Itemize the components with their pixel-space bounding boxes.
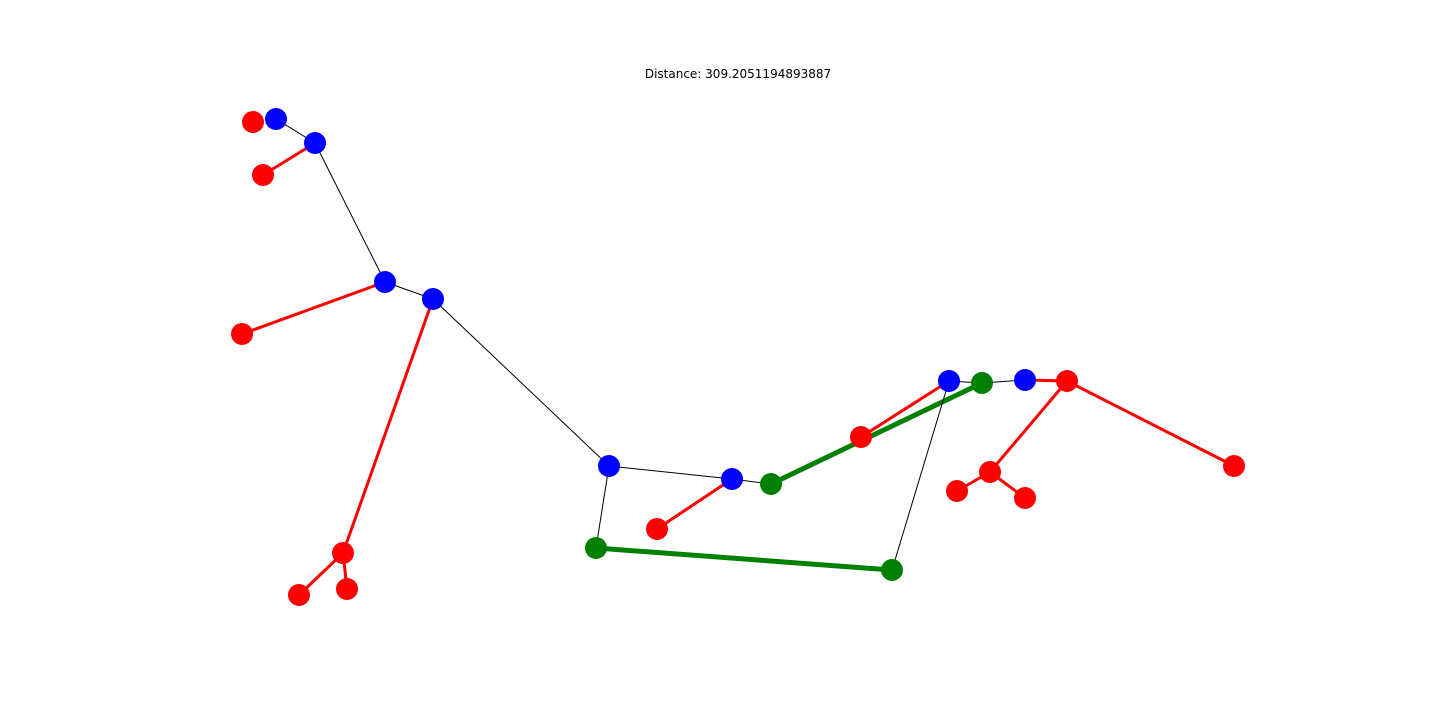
node-red-x: [946, 480, 968, 502]
node-red-j: [336, 578, 358, 600]
edge-green-n-s: [769, 380, 984, 487]
edge-red-q-r: [860, 379, 950, 439]
edge-black-b-e: [314, 142, 386, 283]
node-green-s: [971, 372, 993, 394]
node-red-u: [1056, 370, 1078, 392]
node-blue-e: [374, 271, 396, 293]
node-blue-t: [1014, 369, 1036, 391]
node-red-w: [979, 461, 1001, 483]
edge-red-l-m: [656, 477, 733, 531]
node-blue-b: [304, 132, 326, 154]
node-red-g: [231, 323, 253, 345]
node-blue-f: [422, 288, 444, 310]
node-red-m: [646, 518, 668, 540]
node-red-v: [1223, 455, 1245, 477]
node-green-o: [585, 537, 607, 559]
edge-black-k-l: [608, 465, 733, 480]
node-blue-r: [938, 370, 960, 392]
edge-red-f-h: [341, 298, 435, 554]
edge-red-e-g: [241, 280, 386, 336]
edge-red-u-v: [1066, 379, 1235, 468]
edge-red-u-w: [988, 380, 1069, 473]
node-red-i: [288, 584, 310, 606]
edge-black-k-o: [595, 465, 610, 549]
edge-black-f-k: [432, 298, 610, 467]
edge-green-o-p: [595, 545, 893, 573]
node-red-y: [1014, 487, 1036, 509]
node-red-d: [242, 111, 264, 133]
edge-black-p-r: [891, 380, 950, 571]
node-green-p: [881, 559, 903, 581]
node-blue-a: [265, 108, 287, 130]
node-red-h: [332, 542, 354, 564]
distance-title: Distance: 309.2051194893887: [644, 67, 832, 81]
nodes-layer: [231, 108, 1245, 606]
node-blue-l: [721, 468, 743, 490]
node-green-n: [760, 473, 782, 495]
node-red-c: [252, 164, 274, 186]
node-blue-k: [598, 455, 620, 477]
node-red-q: [850, 426, 872, 448]
edges-layer: [241, 118, 1235, 597]
